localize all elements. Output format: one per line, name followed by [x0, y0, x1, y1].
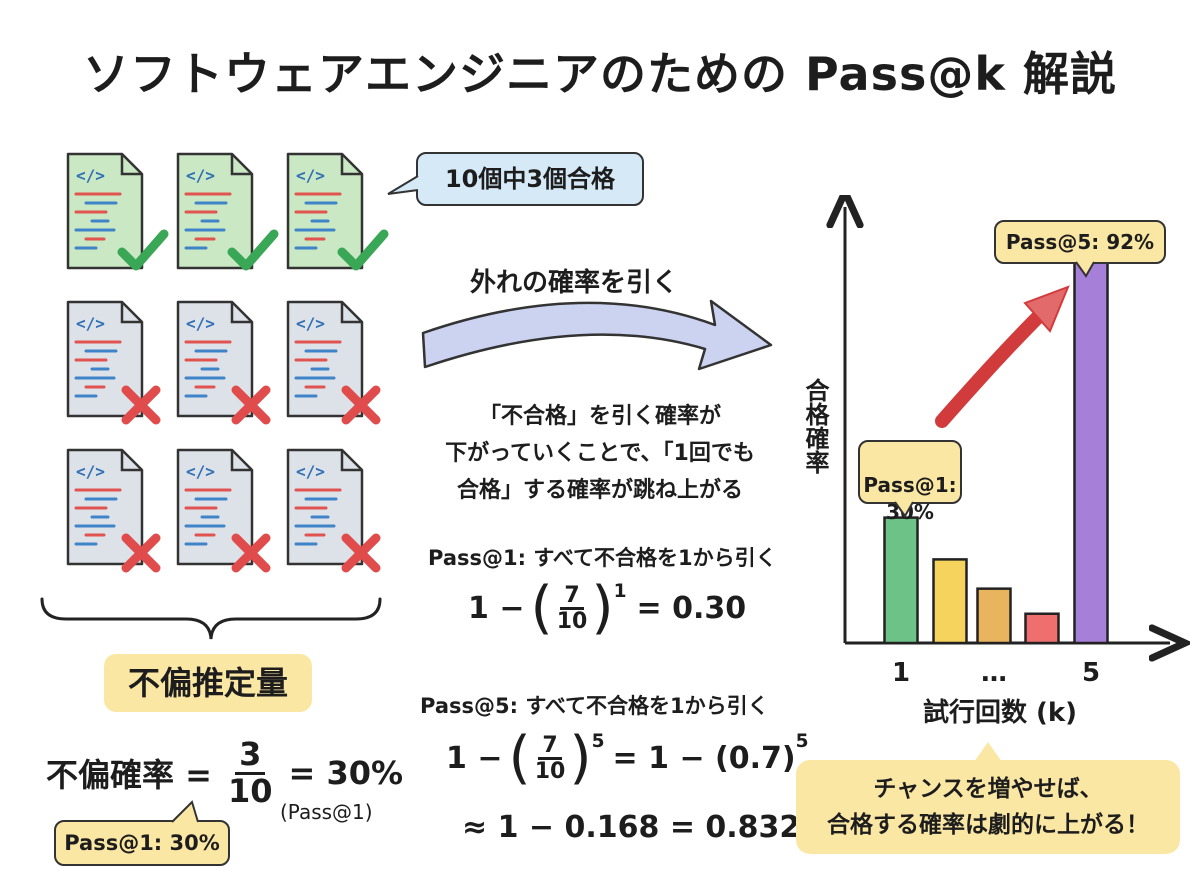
estimator-label-text: 不偏推定量: [127, 664, 288, 702]
formula2-prefix: 1 −: [446, 741, 503, 776]
callout-pass1-pointer: [894, 501, 914, 518]
svg-text:</>: </>: [296, 166, 325, 185]
callout-pass1: Pass@1: 30%: [858, 440, 962, 524]
formula2-heading: Pass@5: すべて不合格を1から引く: [420, 694, 769, 718]
passed-code-file-icon: </>: [176, 152, 279, 271]
bar-k-4: [1024, 612, 1060, 645]
growth-arrow-head: [1023, 285, 1070, 333]
sample-count-callout: 10個中3個合格: [416, 152, 644, 206]
estimator-numerator: 3: [235, 737, 266, 775]
svg-text:</>: </>: [186, 314, 215, 333]
bar-k-2: [932, 558, 968, 645]
sample-count-text: 10個中3個合格: [444, 165, 616, 193]
chart-xlabel: 試行回数 (k): [922, 698, 1078, 728]
estimator-label: 不偏推定量: [104, 654, 312, 712]
sample-file-grid: </> </> </> </> </> </> </> </> </>: [0, 0, 400, 600]
formula2-mid: = 1 − (0.7): [612, 741, 796, 776]
formula1-numerator: 7: [560, 584, 584, 610]
estimator-result: = 30%: [288, 754, 404, 793]
formula1-heading: Pass@1: すべて不合格を1から引く: [428, 546, 777, 570]
formula1-denominator: 10: [556, 609, 588, 634]
cross-icon: [341, 385, 381, 425]
formula1-exponent: 1: [613, 581, 627, 603]
grouping-brace: [40, 597, 382, 640]
failed-code-file-icon: </>: [286, 448, 381, 573]
estimator-note: (Pass@1): [280, 800, 373, 824]
formula2-exponent: 5: [591, 731, 605, 753]
x-tick-label: 1: [892, 658, 910, 688]
pass-at-k-chart: 1 … 5: [780, 195, 1190, 688]
formula2-line2: ≈ 1 − 0.168 = 0.832: [462, 810, 801, 845]
failed-code-file-icon: </>: [286, 300, 381, 425]
curved-arrow: [421, 299, 773, 371]
callout-pass5: Pass@5: 92%: [994, 220, 1166, 264]
formula2-mid-exponent: 5: [795, 731, 809, 753]
cross-icon: [121, 385, 161, 425]
checkmark-icon: [337, 229, 389, 271]
estimator-lhs: 不偏確率 =: [46, 756, 212, 795]
pass1-badge-text: Pass@1: 30%: [64, 831, 220, 855]
pass1-badge: Pass@1: 30%: [54, 820, 230, 866]
x-tick-label: 5: [1082, 658, 1100, 688]
checkmark-icon: [227, 229, 279, 271]
estimator-denominator: 10: [227, 771, 273, 810]
failed-code-file-icon: </>: [176, 300, 271, 425]
formula2-numerator: 7: [538, 734, 562, 760]
arrow-label: 外れの確率を引く: [470, 268, 679, 298]
bar-k-3: [976, 587, 1012, 645]
svg-text:</>: </>: [186, 166, 215, 185]
failed-code-file-icon: </>: [66, 448, 161, 573]
formula2: 1 − ( 7 10 ) 5 = 1 − (0.7) 5: [446, 725, 809, 791]
svg-text:</>: </>: [186, 462, 215, 481]
growth-arrow: [935, 306, 1049, 428]
cross-icon: [121, 533, 161, 573]
formula1-prefix: 1 −: [468, 591, 525, 626]
bar-k-1: [883, 516, 919, 645]
formula2-denominator: 10: [534, 759, 566, 784]
explanation-line-3: 合格」する確率が跳ね上がる: [456, 478, 743, 503]
explanation-line-2: 下がっていくことで、「1回でも: [445, 441, 755, 466]
explanation: 「不合格」を引く確率が 下がっていくことで、「1回でも 合格」する確率が跳ね上が…: [420, 398, 780, 509]
chart-ylabel: 合格確率: [800, 378, 830, 481]
svg-text:</>: </>: [76, 166, 105, 185]
svg-text:</>: </>: [296, 314, 325, 333]
formula1-result: = 0.30: [636, 591, 747, 626]
chart-ylabel-text: 合格確率: [801, 378, 829, 474]
failed-code-file-icon: </>: [66, 300, 161, 425]
callout-pass5-text: Pass@5: 92%: [1005, 230, 1155, 254]
conclusion-line-2: 合格する確率は劇的に上がる！: [827, 812, 1149, 838]
badge-pointer: [171, 800, 199, 823]
explanation-line-1: 「不合格」を引く確率が: [478, 404, 721, 429]
svg-text:</>: </>: [76, 314, 105, 333]
cross-icon: [341, 533, 381, 573]
conclusion-line-1: チャンスを増やせば、: [873, 776, 1103, 802]
passed-code-file-icon: </>: [286, 152, 389, 271]
callout-pointer: [387, 175, 419, 195]
svg-text:</>: </>: [76, 462, 105, 481]
conclusion-callout: チャンスを増やせば、 合格する確率は劇的に上がる！: [796, 760, 1180, 854]
cross-icon: [231, 385, 271, 425]
passed-code-file-icon: </>: [66, 152, 169, 271]
failed-code-file-icon: </>: [176, 448, 271, 573]
estimator-equation: 不偏確率 = 3 10 = 30%: [46, 737, 404, 810]
formula1: 1 − ( 7 10 ) 1 = 0.30: [468, 575, 747, 641]
page-title: ソフトウェアエンジニアのための Pass@k 解説: [83, 47, 1117, 101]
svg-text:</>: </>: [296, 462, 325, 481]
x-tick-label: …: [981, 658, 1007, 688]
conclusion-pointer: [974, 742, 1002, 762]
bar-k-5: [1073, 257, 1109, 645]
cross-icon: [231, 533, 271, 573]
checkmark-icon: [117, 229, 169, 271]
callout-pass5-pointer: [1075, 261, 1095, 278]
